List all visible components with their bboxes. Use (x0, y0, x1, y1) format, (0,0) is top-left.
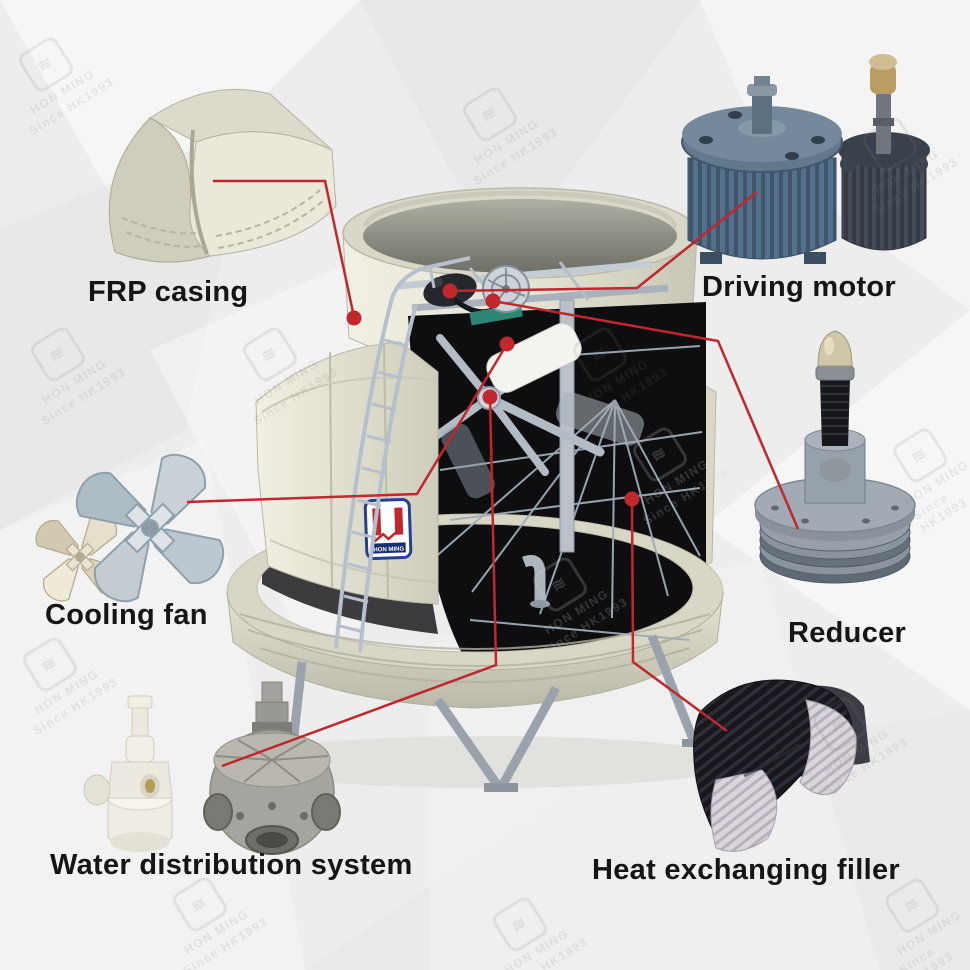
water-distribution-metal-head (203, 681, 341, 855)
cooling-fan-label: Cooling fan (45, 599, 208, 631)
callout-dot-frp-casing (346, 310, 362, 326)
heat-exchanging-filler-image (693, 679, 870, 852)
cooling-fan-image (29, 444, 234, 612)
frp-casing-image (108, 89, 337, 263)
tower-outlet-pipe (522, 555, 546, 602)
heat-exchanging-filler-label: Heat exchanging filler (592, 854, 900, 886)
driving-motor-image (681, 54, 930, 264)
callout-dot-reducer (485, 293, 501, 309)
water-distribution-plastic-head (83, 695, 173, 852)
tower-outlet-flange (530, 600, 550, 608)
water-distribution-image (83, 681, 341, 855)
callout-line-frp-casing (213, 179, 356, 318)
callout-lines (186, 179, 800, 768)
callout-dot-cooling-fan (499, 336, 515, 352)
reducer-label: Reducer (788, 617, 907, 649)
cooling-tower-image: HON MING (226, 187, 740, 792)
callout-line-heat-filler (630, 498, 728, 733)
water-distribution-label: Water distribution system (50, 849, 413, 881)
frp-casing-label: FRP casing (88, 276, 249, 308)
callout-line-driving-motor (449, 191, 758, 293)
callout-line-water-distribution (221, 396, 498, 768)
driving-motor-label: Driving motor (702, 271, 897, 303)
callout-dot-heat-filler (624, 491, 640, 507)
callout-line-reducer (492, 299, 800, 530)
tower-logo-text: HON MING (373, 546, 404, 553)
tower-ladder (334, 256, 471, 653)
callout-dots (346, 283, 640, 507)
tower-fan-assembly (410, 323, 644, 499)
callout-dot-driving-motor (442, 283, 458, 299)
callout-line-cooling-fan (186, 343, 509, 504)
callout-dot-water-distribution (482, 389, 498, 405)
